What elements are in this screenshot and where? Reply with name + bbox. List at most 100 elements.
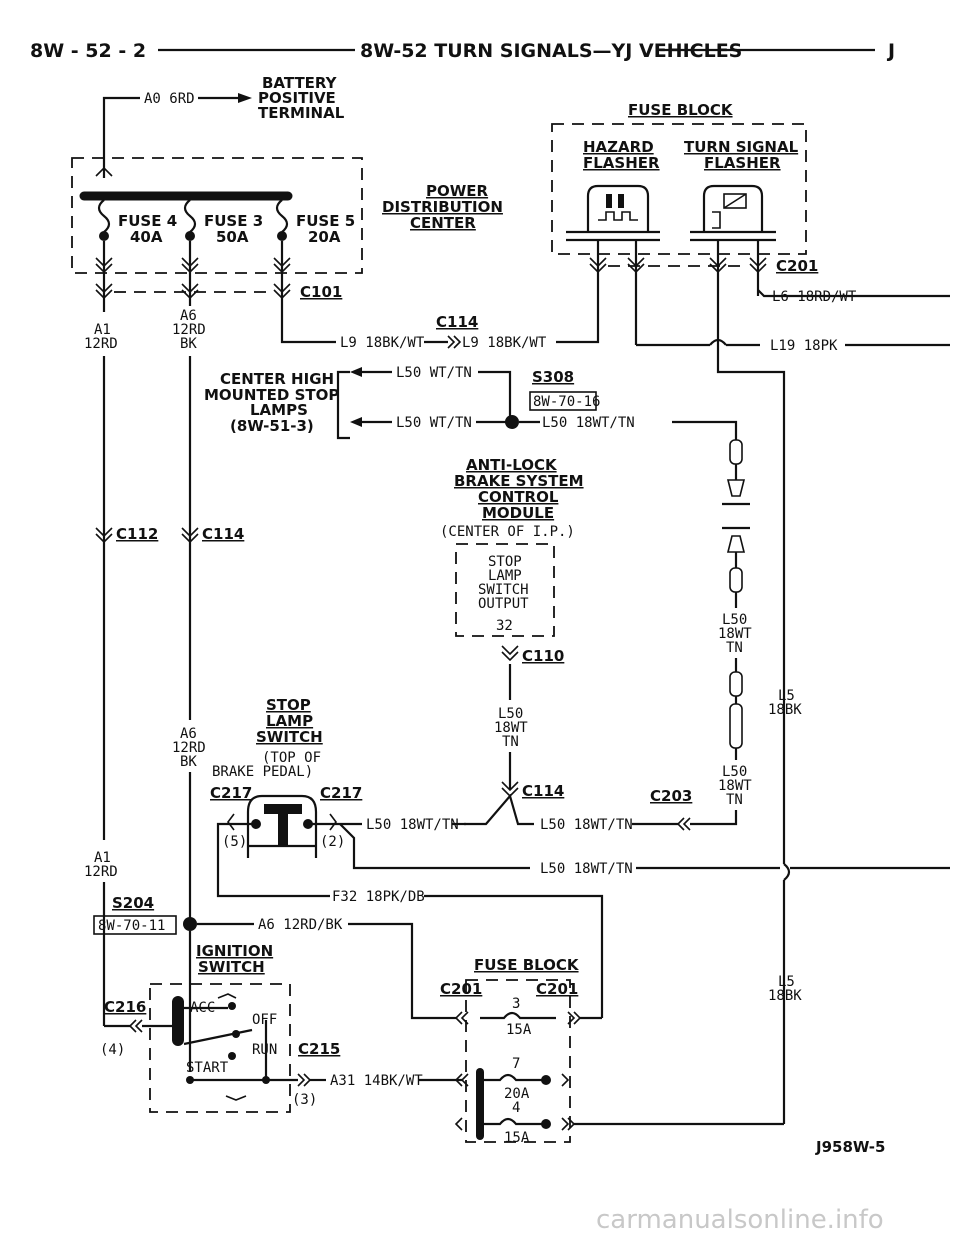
c201-bot-right-label: C201 bbox=[536, 980, 578, 998]
inline-connector-4-icon bbox=[729, 567, 743, 593]
abs-location: (CENTER OF I.P.) bbox=[440, 524, 575, 540]
inline-connector-column: L50 18WT TN L50 18WT TN C203 bbox=[650, 439, 752, 831]
watermark: carmanualsonline.info bbox=[596, 1205, 884, 1235]
s204-ref: 8W-70-11 bbox=[98, 918, 165, 934]
l19-wire-label: L19 18PK bbox=[770, 338, 838, 354]
fuse-3-symbol bbox=[183, 199, 197, 233]
stop-switch-title-2: LAMP bbox=[266, 712, 313, 730]
a6-top-label-2: 12RD bbox=[172, 322, 206, 338]
a1-bot-label-1: A1 bbox=[94, 850, 111, 866]
ign-run-terminal bbox=[228, 1052, 236, 1060]
l9-wire bbox=[280, 300, 336, 344]
hazard-label-1: HAZARD bbox=[583, 138, 654, 156]
l50-sw-label: L50 18WT/TN bbox=[366, 817, 459, 833]
s308-node bbox=[505, 415, 519, 429]
l50-mid-label-1: L50 bbox=[498, 706, 523, 722]
a1-bot-label-2: 12RD bbox=[84, 864, 118, 880]
a6-top-label-1: A6 bbox=[180, 308, 197, 324]
bot-fuse-4-no: 4 bbox=[512, 1100, 520, 1116]
chmsl-bracket bbox=[336, 370, 350, 440]
c114-top-chevron-icon bbox=[447, 335, 456, 349]
abs-pin-label-2: LAMP bbox=[488, 568, 522, 584]
c201-top-label: C201 bbox=[776, 257, 818, 275]
c114-mid-branch bbox=[464, 793, 534, 826]
l50-top1-label: L50 WT/TN bbox=[396, 365, 472, 381]
battery-terminal: BATTERY POSITIVE TERMINAL A0 6RD bbox=[102, 74, 345, 178]
bot-fuse-4-rating: 15A bbox=[504, 1130, 530, 1146]
fuse-5-label: FUSE 5 bbox=[296, 212, 355, 230]
l5-label-a-2: 18BK bbox=[768, 702, 802, 718]
bot-fuse-7-rating: 20A bbox=[504, 1086, 530, 1102]
battery-label-1: BATTERY bbox=[262, 74, 338, 92]
stop-switch-terminal-2 bbox=[303, 819, 313, 829]
a6-top-label-3: BK bbox=[180, 336, 197, 352]
bot-fuse-3-no: 3 bbox=[512, 996, 520, 1012]
s204-label: S204 bbox=[112, 894, 154, 912]
c101-label: C101 bbox=[300, 283, 342, 301]
hazard-label-2: FLASHER bbox=[583, 154, 660, 172]
fuse-5-node bbox=[277, 231, 287, 241]
l5-crossover bbox=[783, 863, 791, 881]
stop-switch-title-3: SWITCH bbox=[256, 728, 323, 746]
a6-bot-label: A6 12RD/BK bbox=[258, 917, 343, 933]
stop-switch-plunger-icon bbox=[264, 804, 302, 814]
l50-splice-label: L50 18WT/TN bbox=[542, 415, 635, 431]
s308-splice: S308 8W-70-16 L50 18WT/TN bbox=[505, 368, 738, 440]
abs-pin-label-4: OUTPUT bbox=[478, 596, 529, 612]
l5-label-b-1: L5 bbox=[778, 974, 795, 990]
inline-connector-1-icon bbox=[729, 439, 743, 465]
battery-arrow-icon bbox=[238, 93, 252, 103]
l50-long-wire bbox=[339, 823, 530, 870]
pdc-label-3: CENTER bbox=[410, 214, 476, 232]
turn-signal-flasher-icon bbox=[690, 184, 776, 330]
ign-wiper bbox=[183, 1028, 253, 1046]
c216-chevron-icon-2 bbox=[134, 1019, 143, 1033]
l9-label-left: L9 18BK/WT bbox=[340, 335, 425, 351]
ign-pos-start: START bbox=[186, 1060, 229, 1076]
ignition-outline bbox=[149, 983, 291, 1113]
l6-wire bbox=[757, 289, 862, 298]
bot-fuse-3-symbol bbox=[480, 1011, 556, 1020]
s204-ref-box bbox=[93, 915, 177, 935]
stop-switch-location-1: (TOP OF bbox=[262, 750, 321, 766]
fuse-3-rating: 50A bbox=[216, 228, 249, 246]
l50-top1-wire bbox=[478, 370, 512, 420]
fuse-5-rating: 20A bbox=[308, 228, 341, 246]
fuse-4-rating: 40A bbox=[130, 228, 163, 246]
l50-vert1-label-2: 18WT bbox=[718, 626, 752, 642]
s204-node bbox=[183, 917, 197, 931]
c201-top-chevrons bbox=[589, 257, 767, 274]
pdc-connector-chevron-icon bbox=[95, 166, 113, 177]
inline-connector-5-icon bbox=[729, 671, 743, 697]
bot-fuse-3-chevron-left-icon-2 bbox=[460, 1011, 469, 1025]
ign-pos-run: RUN bbox=[252, 1042, 277, 1058]
fuse-3-node bbox=[185, 231, 195, 241]
bot-fuse-7-chevron-icon bbox=[454, 1073, 463, 1087]
fuse-block-top-outline bbox=[551, 123, 807, 255]
stop-switch-body bbox=[246, 794, 318, 858]
vehicle-code: J bbox=[886, 40, 895, 62]
ignition-contact-bar bbox=[172, 996, 184, 1046]
turn-flasher-label-2: FLASHER bbox=[704, 154, 781, 172]
pdc-outline bbox=[71, 157, 363, 274]
l5-label-b-2: 18BK bbox=[768, 988, 802, 1004]
a6-mid-label-1: A6 bbox=[180, 726, 197, 742]
f32-wire-left bbox=[216, 822, 330, 898]
c112-label: C112 bbox=[116, 525, 158, 543]
bot-fuse-4-chevron-right-icon bbox=[561, 1117, 570, 1131]
abs-title-3: CONTROL bbox=[478, 488, 559, 506]
a6-bot-wire-right bbox=[348, 922, 440, 1020]
hazard-flasher-icon bbox=[566, 184, 660, 345]
inline-connector-3-icon bbox=[726, 535, 746, 553]
l50-vert1-label-3: TN bbox=[726, 640, 743, 656]
chmsl-arrow-1-icon bbox=[350, 367, 362, 377]
fuse-4-symbol bbox=[97, 199, 111, 233]
ignition-switch: IGNITION SWITCH ACC OFF RUN START C216 (… bbox=[100, 942, 462, 1113]
pdc-connector-chevrons bbox=[95, 257, 291, 300]
a6-mid-label-2: 12RD bbox=[172, 740, 206, 756]
bot-fuse-7-chevron-icon-2 bbox=[460, 1073, 469, 1087]
bot-fuse-7-node bbox=[541, 1075, 551, 1085]
stop-switch-title-1: STOP bbox=[266, 696, 311, 714]
stop-switch-right-chevron-icon bbox=[329, 813, 337, 831]
